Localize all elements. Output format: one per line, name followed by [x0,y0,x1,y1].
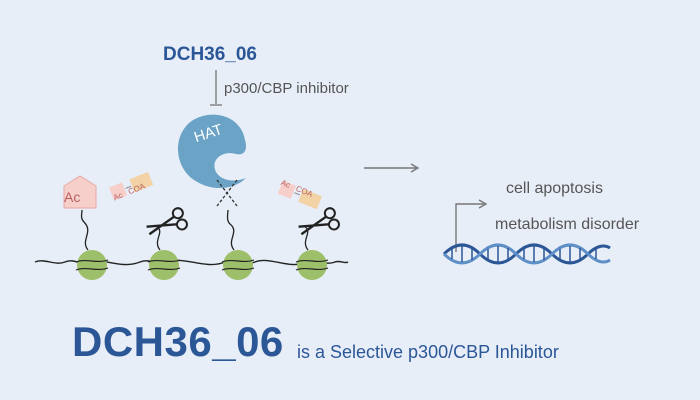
outcome-label: cell apoptosis [506,180,603,197]
histone-tail [226,209,235,251]
scissors-icon [146,207,188,236]
hat-enzyme [177,114,246,189]
compound-label: DCH36_06 [163,44,257,65]
footer-description: is a Selective p300/CBP Inhibitor [297,342,559,362]
footer-compound: DCH36_06 [72,318,284,365]
arrow-expression-icon [455,199,488,252]
histone-tail [80,209,89,251]
acetyl-coa-tag [277,180,322,210]
dna-helix-icon [442,243,611,265]
arrow-right-icon [364,163,420,173]
scissors-icon [298,207,340,236]
nucleosome [75,250,109,280]
inhibitor-label: p300/CBP inhibitor [224,80,349,97]
histone-tail [303,225,309,251]
nucleosome [221,250,255,280]
acetyl-label: Ac [64,189,81,205]
acetyl-marker [63,175,97,209]
nucleosome [295,250,329,280]
outcome-label: metabolism disorder [495,216,640,233]
nucleosome [147,250,181,280]
blocked-cross [216,179,238,207]
acetyl-coa-tag [109,171,154,201]
